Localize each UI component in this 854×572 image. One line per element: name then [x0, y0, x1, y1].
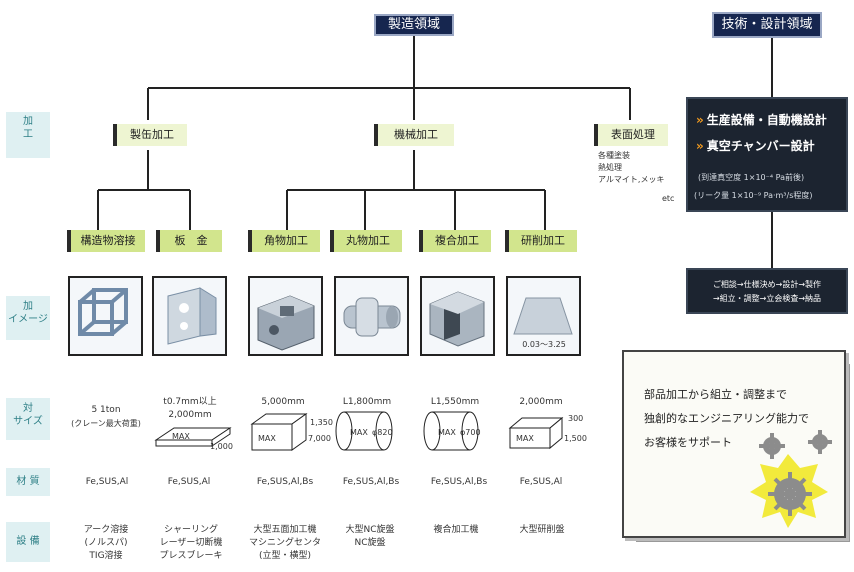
tech-note-leak: (リーク量 1×10⁻⁹ Pa·m³/s程度) [694, 191, 813, 200]
equipment-complex-machining: 複合加工機 [433, 525, 479, 535]
side-label-area: 加工 [6, 112, 50, 158]
size-grinding: 2,000mm [519, 397, 563, 407]
root-node-tech-design: 技術・設計領域 [712, 12, 822, 38]
size-square-max: MAX [258, 434, 276, 443]
support-line-2: 独創的なエンジニアリング能力で [644, 412, 809, 425]
tech-flow-line-1: ご相談→仕様決め→設計→製作 [712, 280, 822, 289]
surface-treatment-list: 各種塗装 熱処理 アルマイト,メッキ [598, 151, 665, 184]
category-fabrication: 製缶加工 [113, 124, 187, 146]
image-sheet-metal [152, 276, 227, 356]
equipment-grinding: 大型研削盤 [519, 525, 565, 535]
size-complex-dim: φ700 [460, 428, 481, 437]
material-sheet-metal: Fe,SUS,Al [167, 477, 211, 487]
double-chevron-icon: » [696, 139, 704, 153]
material-structural-welding: Fe,SUS,Al [85, 477, 129, 487]
tech-note-vacuum: (到達真空度 1×10⁻⁴ Pa前後) [698, 173, 805, 182]
image-round-machining [334, 276, 409, 356]
support-line-1: 部品加工から組立・調整まで [644, 388, 787, 401]
surface-etc: etc [662, 194, 675, 203]
size-grinding-dim-1: 300 [568, 414, 584, 423]
size-round-max: MAX [350, 428, 368, 437]
grinding-thickness-range: 0.03〜3.25 [522, 340, 566, 349]
size-structural-welding: 5 1ton(クレーン最大荷重) [71, 405, 141, 428]
category-machining: 機械加工 [374, 124, 454, 146]
size-box-square [250, 413, 308, 451]
tech-flow-line-2: →組立・調整→立会検査→納品 [712, 294, 822, 303]
process-grinding: 研削加工 [505, 230, 577, 252]
size-sheet-metal-max: MAX [172, 432, 190, 441]
image-structural-welding [68, 276, 143, 356]
size-square-dim-1: 1,350 [310, 418, 333, 427]
material-square-machining: Fe,SUS,Al,Bs [256, 477, 314, 487]
material-grinding: Fe,SUS,Al [519, 477, 563, 487]
material-round-machining: Fe,SUS,Al,Bs [342, 477, 400, 487]
size-grinding-max: MAX [516, 434, 534, 443]
image-grinding: 0.03〜3.25 [506, 276, 581, 356]
double-chevron-icon: » [696, 113, 704, 127]
process-complex-machining: 複合加工 [419, 230, 491, 252]
root-node-manufacturing: 製造領域 [374, 14, 454, 36]
size-cylinder-round [335, 411, 393, 451]
image-square-machining [248, 276, 323, 356]
size-round-machining: L1,800mm [342, 397, 392, 407]
equipment-sheet-metal: シャーリングレーザー切断機プレスブレーキ [159, 525, 223, 561]
size-sheet-metal-extra: 1,000 [210, 442, 233, 451]
size-cylinder-complex [423, 411, 479, 451]
size-box-grinding [508, 416, 564, 450]
size-square-dim-2: 7,000 [308, 434, 331, 443]
category-surface: 表面処理 [594, 124, 668, 146]
size-box-sheet-metal [154, 427, 232, 447]
image-complex-machining [420, 276, 495, 356]
size-complex-max: MAX [438, 428, 456, 437]
size-square-machining: 5,000mm [261, 397, 305, 407]
size-complex-machining: L1,550mm [430, 397, 480, 407]
material-complex-machining: Fe,SUS,Al,Bs [430, 477, 488, 487]
size-round-dim: φ820 [372, 428, 393, 437]
tech-flow-box: ご相談→仕様決め→設計→製作 →組立・調整→立会検査→納品 [686, 268, 848, 314]
side-label-image: 加イメージ [6, 296, 50, 340]
process-sheet-metal: 板 金 [156, 230, 222, 252]
support-panel: 部品加工から組立・調整まで 独創的なエンジニアリング能力で お客様をサポート [622, 350, 846, 538]
support-line-3: お客様をサポート [644, 436, 732, 449]
tech-design-box: »生産設備・自動機設計 »真空チャンバー設計 (到達真空度 1×10⁻⁴ Pa前… [686, 97, 848, 212]
process-square-machining: 角物加工 [248, 230, 320, 252]
size-grinding-dim-2: 1,500 [564, 434, 587, 443]
process-structural-welding: 構造物溶接 [67, 230, 145, 252]
side-label-material: 材 質 [6, 468, 50, 496]
side-label-size: 対サイズ [6, 398, 50, 440]
equipment-square-machining: 大型五面加工機マシニングセンタ(立型・横型) [248, 525, 321, 561]
process-round-machining: 丸物加工 [330, 230, 402, 252]
equipment-structural-welding: アーク溶接(ノルスパ)TIG溶接 [83, 525, 129, 561]
side-label-equipment: 設 備 [6, 522, 50, 562]
gears-icon [750, 430, 832, 528]
